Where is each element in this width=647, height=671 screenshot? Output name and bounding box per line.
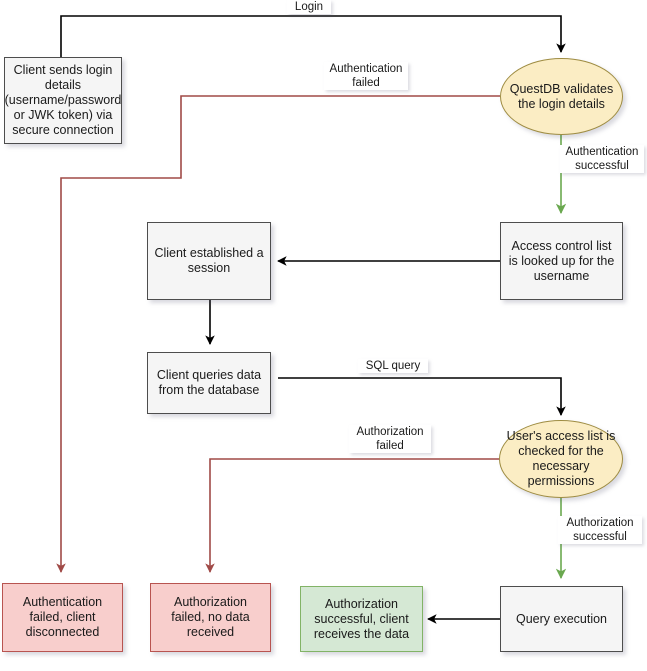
node-questdb-validates[interactable]: QuestDB validates the login details — [500, 58, 623, 135]
node-label: Authentication failed, client disconnect… — [22, 595, 103, 639]
node-label: Access control list is looked up for the… — [508, 238, 615, 283]
node-access-control-list[interactable]: Access control list is looked up for the… — [500, 222, 623, 300]
node-user-access-list-checked[interactable]: User's access list is checked for the ne… — [499, 420, 623, 498]
edge-authorization-failed — [205, 458, 499, 573]
node-client-sends-login-details[interactable]: Client sends login details (username/pas… — [4, 57, 122, 144]
node-authorization-failed[interactable]: Authorization failed, no data received — [150, 583, 271, 652]
node-authorization-successful[interactable]: Authorization successful, client receive… — [300, 586, 423, 652]
node-label: Client queries data from the database — [156, 368, 262, 397]
edge-label-authorization-successful: Authorization successful — [558, 516, 642, 544]
node-client-established-session[interactable]: Client established a session — [147, 222, 271, 300]
edge-login — [60, 15, 566, 57]
node-client-queries-data[interactable]: Client queries data from the database — [147, 352, 271, 414]
node-label: Authorization successful, client receive… — [313, 596, 410, 641]
node-query-execution[interactable]: Query execution — [500, 586, 623, 652]
node-label: Client sends login details (username/pas… — [4, 63, 122, 137]
node-authentication-failed[interactable]: Authentication failed, client disconnect… — [2, 583, 123, 652]
node-label: User's access list is checked for the ne… — [506, 429, 616, 488]
node-label: Authorization failed, no data received — [171, 595, 250, 639]
node-label: Client established a session — [154, 246, 264, 275]
edge-label-authentication-failed: Authentication failed — [324, 62, 408, 90]
node-label: QuestDB validates the login details — [509, 81, 614, 111]
edge-label-login: Login — [287, 0, 331, 14]
edge-label-authorization-failed: Authorization failed — [349, 425, 431, 453]
edge-label-authentication-successful: Authentication successful — [560, 145, 644, 173]
node-label: Query execution — [515, 611, 608, 626]
edge-sql-query — [278, 377, 566, 416]
edge-label-sql-query: SQL query — [358, 359, 428, 373]
edge-authentication-failed — [56, 95, 500, 573]
